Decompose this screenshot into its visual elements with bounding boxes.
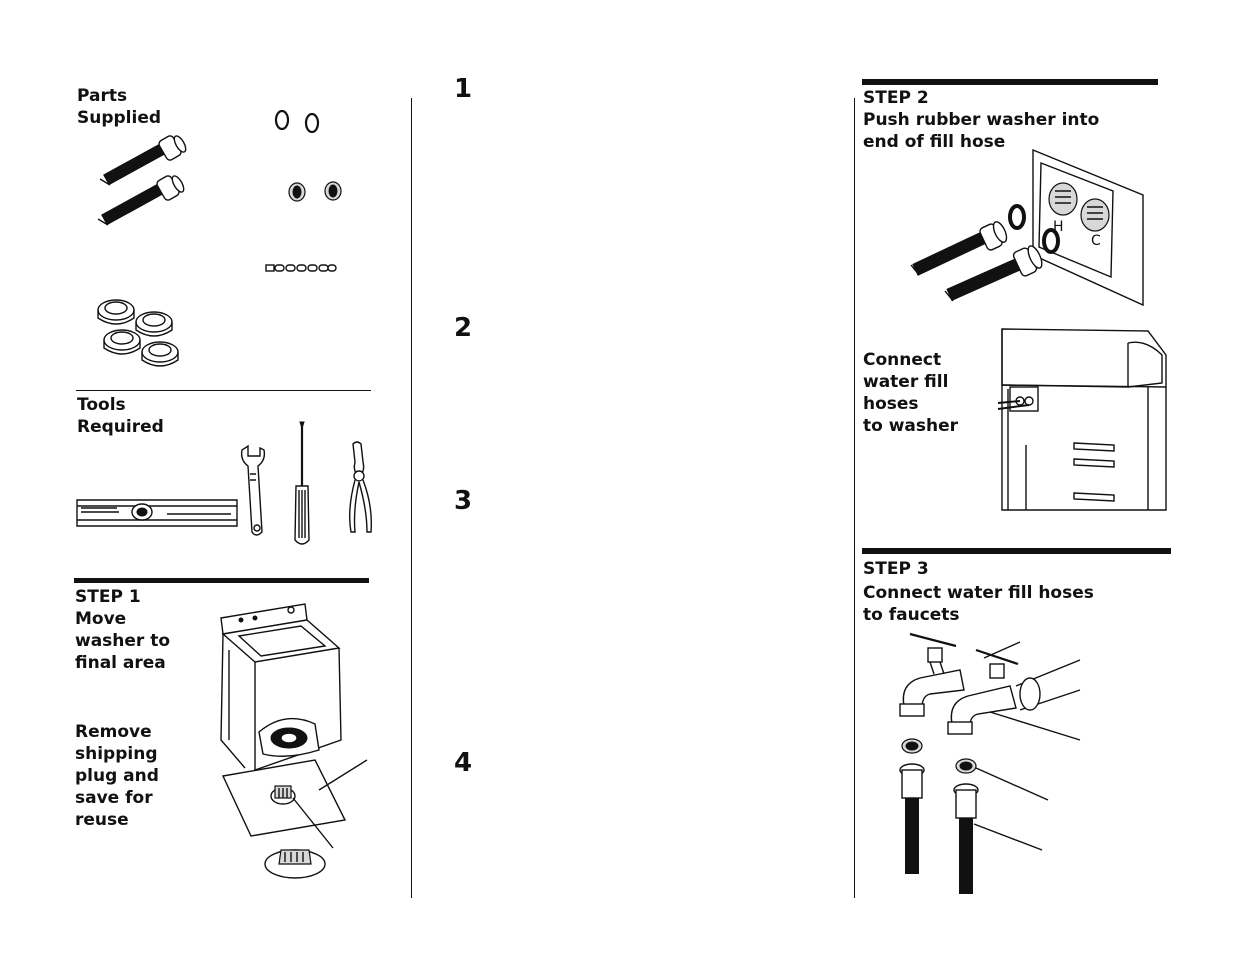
connect-hoses-text: Connect water fill hoses to washer — [863, 350, 959, 436]
step3-title: STEP 3 — [863, 559, 929, 579]
step2-text: Push rubber washer into end of fill hose — [863, 110, 1100, 152]
step1-title: STEP 1 — [75, 587, 141, 607]
step-number-1: 1 — [454, 74, 473, 104]
hose-washer-insertion-illustration: H C — [910, 148, 1144, 307]
step3-text: Connect water fill hoses to faucets — [863, 583, 1094, 625]
section-divider-tools — [76, 390, 371, 391]
column-divider-right — [854, 98, 855, 898]
inlet-label-cold: C — [1091, 233, 1101, 249]
washer-shipping-plug-illustration — [220, 603, 368, 879]
screwdriver-icon — [294, 421, 310, 545]
column-divider-left — [411, 98, 412, 898]
step1-remove-text: Remove shipping plug and save for reuse — [75, 722, 159, 830]
level-tool-illustration — [76, 499, 238, 527]
tools-required-heading: Tools Required — [77, 395, 164, 437]
screen-washers-illustration — [288, 181, 342, 202]
fill-hoses-illustration — [97, 135, 187, 226]
parts-supplied-heading: Parts Supplied — [77, 86, 162, 128]
step-number-2: 2 — [454, 313, 473, 343]
pliers-icon — [348, 441, 373, 533]
step3-rule — [862, 548, 1171, 554]
step2-rule — [862, 79, 1158, 85]
washer-back-illustration — [997, 328, 1167, 511]
step1-rule — [74, 578, 369, 583]
step-number-4: 4 — [454, 748, 473, 778]
inlet-label-hot: H — [1053, 219, 1064, 235]
step2-title: STEP 2 — [863, 88, 929, 108]
faucets-hoses-illustration — [899, 632, 1081, 894]
rubber-washers-illustration — [274, 109, 320, 134]
step1-move-text: Move washer to final area — [75, 609, 171, 673]
hose-clamp-illustration — [265, 264, 337, 272]
foot-cups-illustration — [97, 299, 179, 367]
wrench-icon — [240, 444, 266, 536]
step-number-3: 3 — [454, 486, 473, 516]
